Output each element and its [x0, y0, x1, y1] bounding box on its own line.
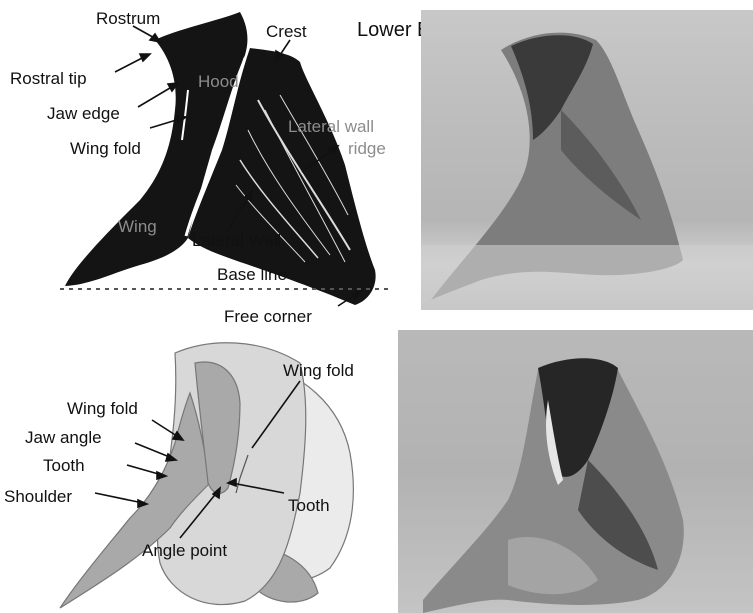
label-hood: Hood: [198, 73, 239, 90]
bottom-photo-beak: [398, 330, 753, 613]
label-jaw-angle: Jaw angle: [25, 429, 102, 446]
label-lateral-wall-ridge-1: Lateral wall: [288, 118, 374, 135]
top-photo-beak: [421, 10, 753, 310]
label-lateral-wall: Lateral Wall: [192, 232, 281, 249]
label-tooth-right: Tooth: [288, 497, 330, 514]
label-wing-fold: Wing fold: [70, 140, 141, 157]
label-jaw-edge: Jaw edge: [47, 105, 120, 122]
label-angle-point: Angle point: [142, 542, 227, 559]
label-wing-fold-right: Wing fold: [283, 362, 354, 379]
label-rostral-tip: Rostral tip: [10, 70, 87, 87]
label-wing: Wing: [118, 218, 157, 235]
label-lateral-wall-ridge-2: ridge: [348, 140, 386, 157]
label-base-line: Base line: [217, 266, 287, 283]
top-beak-diagram: [0, 0, 420, 330]
top-beak-photo: [421, 10, 753, 310]
label-shoulder: Shoulder: [4, 488, 72, 505]
label-tooth-left: Tooth: [43, 457, 85, 474]
label-crest: Crest: [266, 23, 307, 40]
label-wing-fold-left: Wing fold: [67, 400, 138, 417]
label-rostrum: Rostrum: [96, 10, 160, 27]
bottom-beak-photo: [398, 330, 753, 613]
